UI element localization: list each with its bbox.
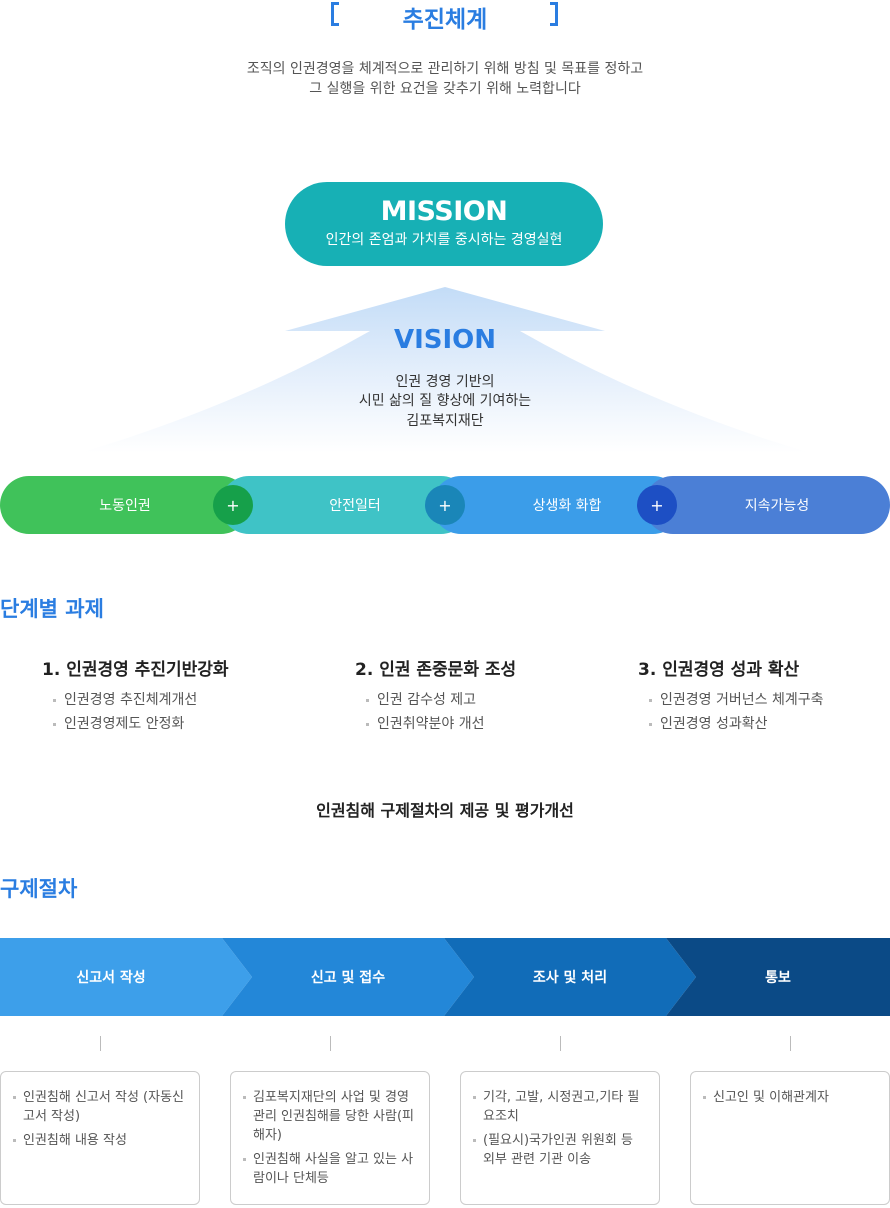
step-detail-box: 김포복지재단의 사업 및 경영관리 인권침해를 당한 사람(피해자) 인권침해 사…	[230, 1071, 430, 1205]
section-heading-tasks: 단계별 과제	[0, 597, 104, 621]
detail-item: 인권침해 신고서 작성 (자동신고서 작성)	[13, 1088, 187, 1126]
connector-line	[330, 1036, 331, 1051]
task-title: 1. 인권경영 추진기반강화	[42, 660, 229, 680]
detail-item: 인권침해 사실을 알고 있는 사람이나 단체등	[243, 1150, 417, 1188]
task-item: 인권경영제도 안정화	[42, 712, 229, 736]
task-item: 인권경영 성과확산	[638, 712, 823, 736]
vision-line: 시민 삶의 질 향상에 기여하는	[358, 393, 532, 409]
task-item: 인권취약분야 개선	[355, 712, 516, 736]
step-investigation: 조사 및 처리	[444, 938, 696, 1016]
description-line: 그 실행을 위한 요건을 갖추기 위해 노력합니다	[309, 81, 581, 97]
detail-item: 인권침해 내용 작성	[13, 1131, 187, 1150]
page-title: 추진체계	[402, 7, 488, 33]
value-label: 상생화 화합	[532, 498, 602, 514]
value-label: 지속가능성	[744, 498, 810, 514]
step-detail-box: 인권침해 신고서 작성 (자동신고서 작성) 인권침해 내용 작성	[0, 1071, 200, 1205]
detail-item: 기각, 고발, 시정권고,기타 필요조치	[473, 1088, 647, 1126]
vision-arrow-shape	[80, 287, 810, 453]
step-label: 신고서 작성	[76, 970, 146, 986]
connector-line	[790, 1036, 791, 1051]
mission-title: MISSION	[380, 196, 508, 227]
description-line: 조직의 인권경영을 체계적으로 관리하기 위해 방침 및 목표를 정하고	[246, 61, 644, 77]
step-label: 신고 및 접수	[310, 970, 386, 986]
step-label: 조사 및 처리	[532, 970, 608, 986]
task-title: 3. 인권경영 성과 확산	[638, 660, 800, 680]
step-label: 통보	[765, 970, 791, 986]
vision-line: 인권 경영 기반의	[395, 374, 495, 390]
mission-pill: MISSION 인간의 존엄과 가치를 중시하는 경영실현	[285, 182, 603, 266]
connector-line	[100, 1036, 101, 1051]
task-title: 2. 인권 존중문화 조성	[355, 660, 517, 680]
step-detail-box: 기각, 고발, 시정권고,기타 필요조치 (필요시)국가인권 위원회 등 외부 관…	[460, 1071, 660, 1205]
plus-icon: +	[637, 485, 677, 525]
plus-icon: +	[425, 485, 465, 525]
bracket-right	[550, 2, 558, 26]
detail-item: 신고인 및 이해관계자	[703, 1088, 877, 1107]
value-label: 안전일터	[329, 498, 381, 514]
plus-icon: +	[213, 485, 253, 525]
task-item: 인권경영 추진체계개선	[42, 688, 229, 712]
step-detail-box: 신고인 및 이해관계자	[690, 1071, 890, 1205]
value-pill-labor: 노동인권	[0, 476, 250, 534]
step-notification: 통보	[666, 938, 890, 1016]
task-item: 인권경영 거버넌스 체계구축	[638, 688, 823, 712]
value-label: 노동인권	[99, 498, 151, 514]
connector-line	[560, 1036, 561, 1051]
vision-line: 김포복지재단	[406, 413, 484, 429]
mission-text: 인간의 존엄과 가치를 중시하는 경영실현	[325, 232, 563, 248]
detail-item: (필요시)국가인권 위원회 등 외부 관련 기관 이송	[473, 1131, 647, 1169]
step-receipt: 신고 및 접수	[222, 938, 474, 1016]
step-report: 신고서 작성	[0, 938, 252, 1016]
bracket-left	[331, 2, 339, 26]
task-item: 인권 감수성 제고	[355, 688, 516, 712]
section-heading-remedy: 구제절차	[0, 877, 78, 901]
tasks-footer: 인권침해 구제절차의 제공 및 평가개선	[316, 801, 574, 820]
value-pill-sustainability: 지속가능성	[644, 476, 890, 534]
detail-item: 김포복지재단의 사업 및 경영관리 인권침해를 당한 사람(피해자)	[243, 1088, 417, 1145]
vision-title: VISION	[393, 325, 497, 355]
